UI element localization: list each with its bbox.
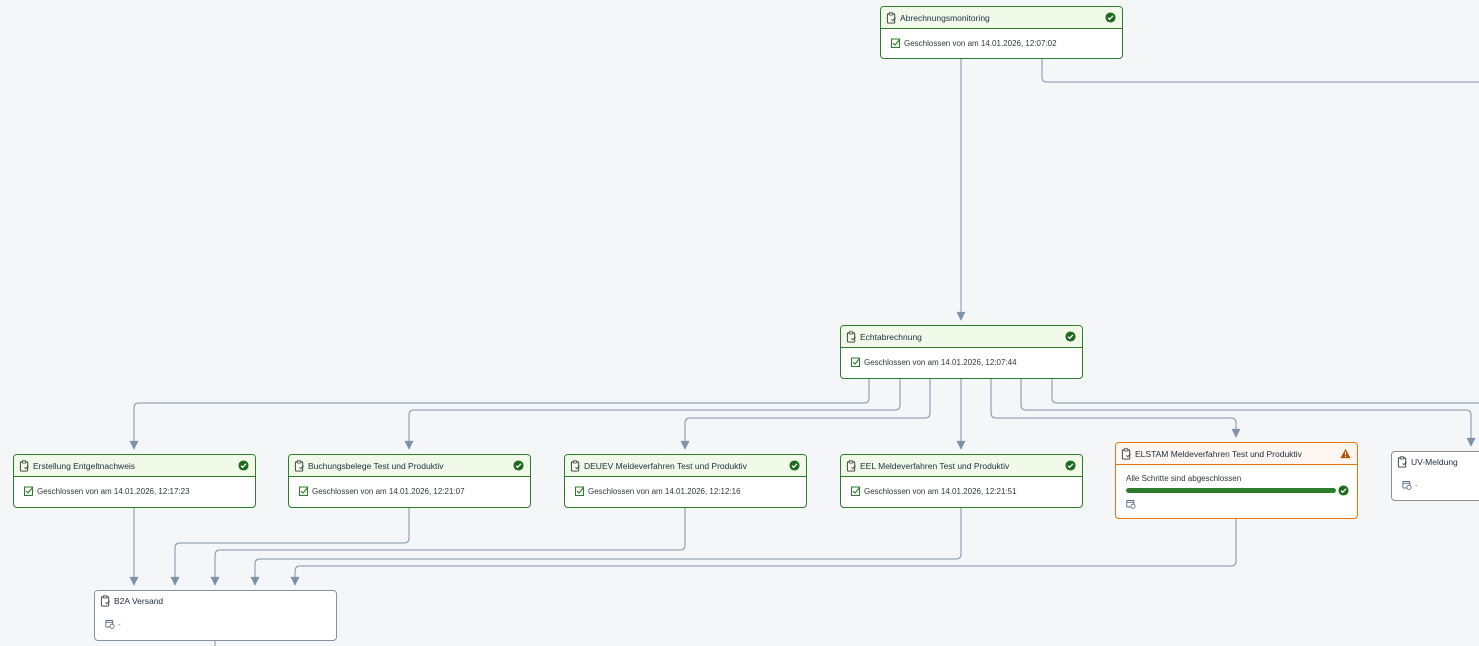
node-status: Geschlossen von am 14.01.2026, 12:07:02 xyxy=(881,29,1122,57)
scheduled-calendar-icon xyxy=(1126,500,1136,509)
node-status: Geschlossen von am 14.01.2026, 12:17:23 xyxy=(14,477,255,505)
node-header: ELSTAM Meldeverfahren Test und Produktiv xyxy=(1116,443,1357,465)
pending-value: - xyxy=(1415,480,1418,490)
node-title: ELSTAM Meldeverfahren Test und Produktiv xyxy=(1135,448,1302,459)
node-eel[interactable]: EEL Meldeverfahren Test und Produktiv Ge… xyxy=(840,454,1083,508)
progress-row xyxy=(1116,483,1357,496)
status-text: Geschlossen von am 14.01.2026, 12:17:23 xyxy=(37,486,190,496)
node-uv-meldung[interactable]: UV-Meldung - xyxy=(1391,451,1479,501)
success-check-icon xyxy=(1338,485,1349,496)
connector-eel-b2a xyxy=(250,507,962,586)
success-check-icon xyxy=(789,460,800,471)
node-b2a-versand[interactable]: B2A Versand - xyxy=(94,590,337,641)
status-text: Geschlossen von am 14.01.2026, 12:21:51 xyxy=(864,486,1017,496)
node-deuev[interactable]: DEUEV Meldeverfahren Test und Produktiv … xyxy=(564,454,807,508)
scheduled-calendar-icon xyxy=(105,620,115,629)
node-echtabrechnung[interactable]: Echtabrechnung Geschlossen von am 14.01.… xyxy=(840,325,1083,379)
node-status: Geschlossen von am 14.01.2026, 12:12:16 xyxy=(565,477,806,505)
success-check-icon xyxy=(1105,12,1116,23)
pending-value: - xyxy=(118,619,121,629)
progress-bar xyxy=(1126,488,1336,493)
connector-echt-deuev xyxy=(680,379,931,450)
progress-label: Alle Schritte sind abgeschlossen xyxy=(1126,474,1242,483)
node-header: Erstellung Entgeltnachweis xyxy=(14,455,255,477)
connector-echt-offscreen xyxy=(1051,379,1479,404)
node-header: B2A Versand xyxy=(95,591,336,611)
node-header: Abrechnungsmonitoring xyxy=(881,7,1122,29)
clipboard-icon xyxy=(846,459,856,472)
connector-echt-elstam xyxy=(990,379,1241,438)
checkbox-checked-icon xyxy=(891,38,901,48)
clipboard-icon xyxy=(1397,456,1407,468)
node-title: EEL Meldeverfahren Test und Produktiv xyxy=(860,460,1010,471)
connector-echt-buchungsbelege xyxy=(404,379,901,450)
status-text: Geschlossen von am 14.01.2026, 12:21:07 xyxy=(312,486,465,496)
connector-echt-entgeltnachweis xyxy=(129,379,870,450)
clipboard-icon xyxy=(100,595,110,607)
status-text: Geschlossen von am 14.01.2026, 12:07:44 xyxy=(864,357,1017,367)
node-title: UV-Meldung xyxy=(1411,457,1458,467)
node-elstam[interactable]: ELSTAM Meldeverfahren Test und Produktiv… xyxy=(1115,442,1358,519)
checkbox-checked-icon xyxy=(851,357,861,367)
scheduled-calendar-icon xyxy=(1402,481,1412,490)
node-header: Echtabrechnung xyxy=(841,326,1082,348)
connector-buchungsbelege-b2a xyxy=(170,507,410,586)
clipboard-icon xyxy=(846,330,856,343)
clipboard-icon xyxy=(886,11,896,23)
checkbox-checked-icon xyxy=(299,486,309,496)
node-header: EEL Meldeverfahren Test und Produktiv xyxy=(841,455,1082,477)
node-title: B2A Versand xyxy=(114,596,164,606)
clipboard-icon xyxy=(294,459,304,472)
node-schedule: - xyxy=(1392,472,1479,494)
connector-elstam-b2a xyxy=(290,519,1237,586)
node-schedule xyxy=(1116,496,1357,513)
node-schedule: - xyxy=(95,611,336,633)
node-status: Geschlossen von am 14.01.2026, 12:21:07 xyxy=(289,477,530,505)
node-status: Geschlossen von am 14.01.2026, 12:07:44 xyxy=(841,348,1082,376)
success-check-icon xyxy=(1065,460,1076,471)
node-erstellung-entgeltnachweis[interactable]: Erstellung Entgeltnachweis Geschlossen v… xyxy=(13,454,256,508)
node-title: Echtabrechnung xyxy=(860,331,922,342)
connector-deuev-b2a xyxy=(210,507,686,586)
connector-monitoring-right xyxy=(1041,59,1479,83)
node-header: Buchungsbelege Test und Produktiv xyxy=(289,455,530,477)
node-title: DEUEV Meldeverfahren Test und Produktiv xyxy=(584,460,747,471)
progress-bar-fill xyxy=(1126,488,1336,493)
warning-triangle-icon xyxy=(1340,448,1351,459)
checkbox-checked-icon xyxy=(24,486,34,496)
success-check-icon xyxy=(238,460,249,471)
node-abrechnungsmonitoring[interactable]: Abrechnungsmonitoring Geschlossen von am… xyxy=(880,6,1123,59)
success-check-icon xyxy=(513,460,524,471)
node-title: Abrechnungsmonitoring xyxy=(900,12,990,23)
checkbox-checked-icon xyxy=(851,486,861,496)
clipboard-icon xyxy=(1121,447,1131,460)
node-header: DEUEV Meldeverfahren Test und Produktiv xyxy=(565,455,806,477)
clipboard-icon xyxy=(19,459,29,472)
node-title: Erstellung Entgeltnachweis xyxy=(33,460,136,471)
node-header: UV-Meldung xyxy=(1392,452,1479,472)
node-title: Buchungsbelege Test und Produktiv xyxy=(308,460,444,471)
node-buchungsbelege[interactable]: Buchungsbelege Test und Produktiv Geschl… xyxy=(288,454,531,508)
checkbox-checked-icon xyxy=(575,486,585,496)
success-check-icon xyxy=(1065,331,1076,342)
connector-echt-uv xyxy=(1020,379,1476,447)
clipboard-icon xyxy=(570,459,580,472)
status-text: Geschlossen von am 14.01.2026, 12:07:02 xyxy=(904,38,1057,48)
status-text: Geschlossen von am 14.01.2026, 12:12:16 xyxy=(588,486,741,496)
node-status: Geschlossen von am 14.01.2026, 12:21:51 xyxy=(841,477,1082,505)
